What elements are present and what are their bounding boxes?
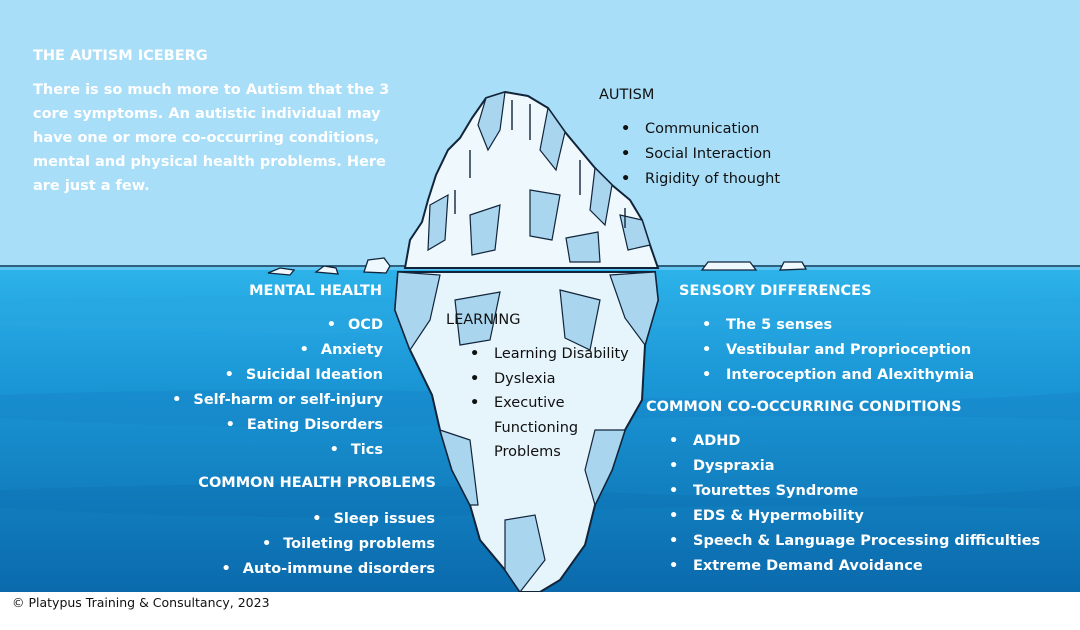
autism-list: Communication Social Interaction Rigidit… bbox=[617, 117, 780, 192]
iceberg-top-shading bbox=[427, 91, 651, 263]
list-item: Tourettes Syndrome bbox=[665, 479, 1040, 504]
iceberg-top bbox=[403, 90, 660, 269]
list-item: ADHD bbox=[665, 429, 1040, 454]
learning-list: Learning Disability Dyslexia Executive F… bbox=[466, 342, 639, 465]
mental-health-heading: MENTAL HEALTH bbox=[249, 283, 382, 299]
list-item: Communication bbox=[617, 117, 780, 142]
list-item: Eating Disorders bbox=[172, 413, 383, 438]
learning-heading: LEARNING bbox=[446, 312, 521, 328]
sensory-heading: SENSORY DIFFERENCES bbox=[679, 283, 872, 299]
list-item: The 5 senses bbox=[698, 313, 974, 338]
list-item: Vestibular and Proprioception bbox=[698, 338, 974, 363]
autism-heading: AUTISM bbox=[599, 87, 655, 103]
list-item: Rigidity of thought bbox=[617, 167, 780, 192]
list-item: Self-harm or self-injury bbox=[172, 388, 383, 413]
list-item: Executive Functioning Problems bbox=[466, 391, 639, 465]
list-item: Auto-immune disorders bbox=[221, 557, 435, 582]
mental-health-list: OCD Anxiety Suicidal Ideation Self-harm … bbox=[172, 313, 383, 463]
list-item: Speech & Language Processing difficultie… bbox=[665, 529, 1040, 554]
list-item: OCD bbox=[172, 313, 383, 338]
co-occurring-list: ADHD Dyspraxia Tourettes Syndrome EDS & … bbox=[665, 429, 1040, 579]
list-item: Sleep issues bbox=[221, 507, 435, 532]
copyright-footer: © Platypus Training & Consultancy, 2023 bbox=[12, 595, 270, 610]
list-item: Social Interaction bbox=[617, 142, 780, 167]
list-item: Extreme Demand Avoidance bbox=[665, 554, 1040, 579]
list-item: EDS & Hypermobility bbox=[665, 504, 1040, 529]
list-item: Toileting problems bbox=[221, 532, 435, 557]
list-item: Dyslexia bbox=[466, 367, 639, 392]
list-item: Anxiety bbox=[172, 338, 383, 363]
intro-text: There is so much more to Autism that the… bbox=[33, 82, 390, 194]
ice-chunks bbox=[267, 257, 808, 276]
list-item: Interoception and Alexithymia bbox=[698, 363, 974, 388]
iceberg-drips bbox=[454, 100, 626, 228]
list-item: Tics bbox=[172, 438, 383, 463]
page-title: THE AUTISM ICEBERG bbox=[33, 48, 208, 64]
health-list: Sleep issues Toileting problems Auto-imm… bbox=[221, 507, 435, 582]
health-heading: COMMON HEALTH PROBLEMS bbox=[198, 475, 436, 491]
list-item: Suicidal Ideation bbox=[172, 363, 383, 388]
sensory-list: The 5 senses Vestibular and Propriocepti… bbox=[698, 313, 974, 388]
list-item: Learning Disability bbox=[466, 342, 639, 367]
list-item: Dyspraxia bbox=[665, 454, 1040, 479]
co-occurring-heading: COMMON CO-OCCURRING CONDITIONS bbox=[646, 399, 962, 415]
